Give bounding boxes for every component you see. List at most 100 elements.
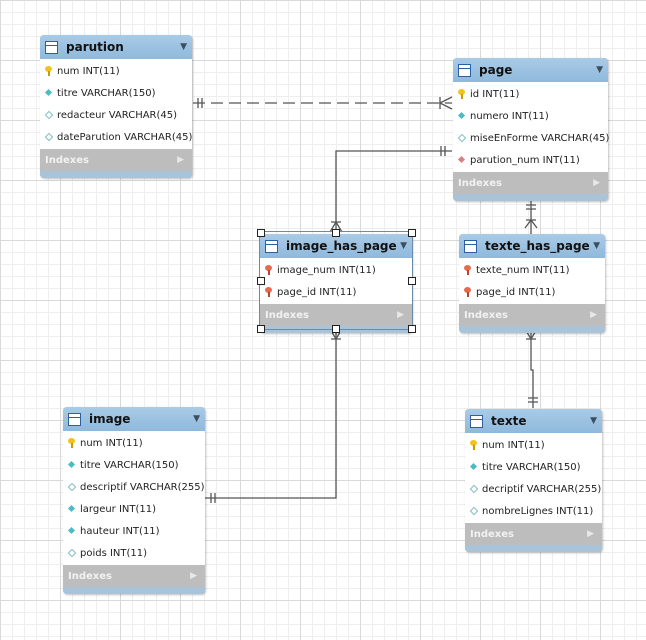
table-name: parution (66, 40, 124, 54)
indexes-section[interactable]: Indexes ▶ (453, 172, 608, 194)
table-icon (470, 414, 483, 428)
column-row[interactable]: texte_num INT(11) (459, 259, 605, 281)
nullable-column-icon (469, 506, 479, 516)
rel-page-imagehaspage (335, 150, 452, 232)
rel-image-imagehaspage-one-mark (210, 493, 216, 503)
nullable-column-icon (67, 482, 77, 492)
resize-handle-top-right[interactable] (408, 229, 416, 237)
collapse-caret-icon[interactable]: ▼ (180, 42, 187, 52)
table-footer (453, 194, 608, 201)
not-null-column-icon (44, 88, 54, 98)
column-row[interactable]: dateParution VARCHAR(45) (40, 126, 192, 148)
expand-arrow-icon[interactable]: ▶ (190, 571, 197, 581)
table-header[interactable]: image ▼ (63, 407, 205, 431)
not-null-column-icon (457, 111, 467, 121)
table-image-has-page[interactable]: image_has_page ▼ image_num INT(11) page_… (260, 234, 412, 333)
resize-handle-middle-right[interactable] (408, 277, 416, 285)
indexes-section[interactable]: Indexes ▶ (40, 149, 192, 171)
resize-handle-top-left[interactable] (257, 229, 265, 237)
rel-image-imagehaspage (205, 329, 337, 499)
column-row[interactable]: numero INT(11) (453, 105, 608, 127)
resize-handle-bottom-center[interactable] (332, 325, 340, 333)
table-header[interactable]: texte_has_page ▼ (459, 234, 605, 258)
column-row[interactable]: num INT(11) (465, 434, 602, 456)
expand-arrow-icon[interactable]: ▶ (593, 178, 600, 188)
column-row[interactable]: decriptif VARCHAR(255) (465, 478, 602, 500)
indexes-section[interactable]: Indexes ▶ (459, 304, 605, 326)
not-null-column-icon (67, 460, 77, 470)
table-header[interactable]: parution ▼ (40, 35, 192, 59)
nullable-column-icon (67, 548, 77, 558)
primary-key-icon (469, 440, 479, 450)
indexes-section[interactable]: Indexes ▶ (465, 523, 602, 545)
rel-page-imagehaspage-many-mark (329, 220, 343, 233)
table-page[interactable]: page ▼ id INT(11) numero INT(11) miseEnF… (453, 58, 609, 201)
column-row[interactable]: descriptif VARCHAR(255) (63, 476, 205, 498)
primary-key-icon (44, 66, 54, 76)
column-row[interactable]: titre VARCHAR(150) (63, 454, 205, 476)
primary-foreign-key-icon (463, 287, 473, 297)
column-row[interactable]: nombreLignes INT(11) (465, 500, 602, 522)
not-null-column-icon (469, 462, 479, 472)
table-name: texte (491, 414, 527, 428)
indexes-section[interactable]: Indexes ▶ (63, 565, 205, 587)
column-row[interactable]: page_id INT(11) (459, 281, 605, 303)
table-parution[interactable]: parution ▼ num INT(11) titre VARCHAR(150… (40, 35, 192, 178)
table-header[interactable]: page ▼ (453, 58, 608, 82)
not-null-column-icon (67, 504, 77, 514)
column-row[interactable]: titre VARCHAR(150) (465, 456, 602, 478)
collapse-caret-icon[interactable]: ▼ (400, 241, 407, 251)
table-image[interactable]: image ▼ num INT(11) titre VARCHAR(150) d… (63, 407, 205, 594)
table-texte-has-page[interactable]: texte_has_page ▼ texte_num INT(11) page_… (459, 234, 605, 333)
table-texte[interactable]: texte ▼ num INT(11) titre VARCHAR(150) d… (465, 409, 602, 552)
column-row[interactable]: miseEnForme VARCHAR(45) (453, 127, 609, 149)
collapse-caret-icon[interactable]: ▼ (593, 241, 600, 251)
table-header[interactable]: texte ▼ (465, 409, 602, 433)
expand-arrow-icon[interactable]: ▶ (397, 310, 404, 320)
collapse-caret-icon[interactable]: ▼ (596, 65, 603, 75)
table-header[interactable]: image_has_page ▼ (260, 234, 412, 258)
not-null-column-icon (67, 526, 77, 536)
nullable-column-icon (469, 484, 479, 494)
collapse-caret-icon[interactable]: ▼ (590, 416, 597, 426)
rel-texte-textehaspage-one-mark (528, 397, 538, 403)
column-row[interactable]: id INT(11) (453, 83, 608, 105)
table-icon (45, 40, 58, 54)
table-name: texte_has_page (485, 239, 590, 253)
primary-foreign-key-icon (463, 265, 473, 275)
column-row[interactable]: num INT(11) (40, 60, 192, 82)
expand-arrow-icon[interactable]: ▶ (590, 310, 597, 320)
resize-handle-middle-left[interactable] (257, 277, 265, 285)
column-row[interactable]: num INT(11) (63, 432, 205, 454)
expand-arrow-icon[interactable]: ▶ (587, 529, 594, 539)
nullable-column-icon (457, 133, 467, 143)
table-name: image_has_page (286, 239, 397, 253)
primary-foreign-key-icon (264, 287, 274, 297)
column-row[interactable]: hauteur INT(11) (63, 520, 205, 542)
table-icon (68, 412, 81, 426)
resize-handle-bottom-right[interactable] (408, 325, 416, 333)
foreign-key-icon (457, 155, 467, 165)
column-row[interactable]: page_id INT(11) (260, 281, 412, 303)
primary-key-icon (67, 438, 77, 448)
collapse-caret-icon[interactable]: ▼ (193, 414, 200, 424)
table-name: page (479, 63, 513, 77)
table-icon (265, 239, 278, 253)
rel-texte-textehaspage (530, 329, 534, 408)
column-row[interactable]: parution_num INT(11) (453, 149, 608, 171)
expand-arrow-icon[interactable]: ▶ (177, 155, 184, 165)
table-footer (40, 171, 192, 178)
column-row[interactable]: image_num INT(11) (260, 259, 412, 281)
rel-page-imagehaspage-one-mark (440, 146, 446, 156)
column-row[interactable]: largeur INT(11) (63, 498, 205, 520)
resize-handle-top-center[interactable] (332, 229, 340, 237)
rel-page-textehaspage-many-mark (524, 218, 538, 229)
column-row[interactable]: redacteur VARCHAR(45) (40, 104, 192, 126)
resize-handle-bottom-left[interactable] (257, 325, 265, 333)
column-row[interactable]: titre VARCHAR(150) (40, 82, 192, 104)
table-footer (459, 326, 605, 333)
column-row[interactable]: poids INT(11) (63, 542, 205, 564)
indexes-section[interactable]: Indexes ▶ (260, 304, 412, 326)
table-name: image (89, 412, 131, 426)
rel-parution-page-one-mark (197, 98, 203, 108)
